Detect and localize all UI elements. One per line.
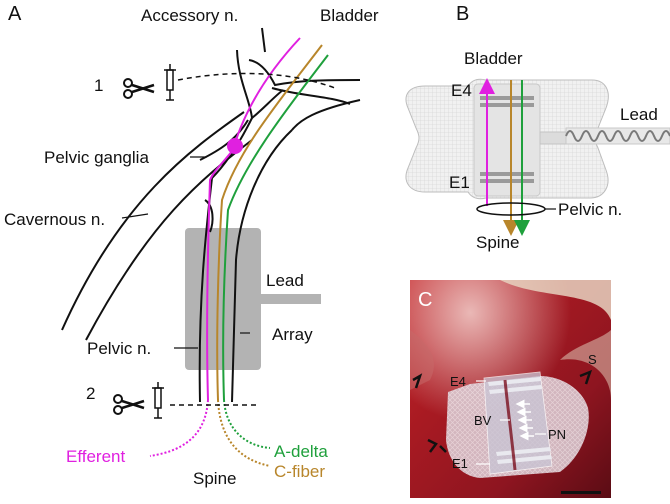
panel-a-label: A bbox=[8, 3, 22, 25]
label-pelvic-ganglia: Pelvic ganglia bbox=[44, 148, 149, 167]
photo-leaders bbox=[476, 380, 546, 465]
label-e4: E4 bbox=[451, 81, 472, 100]
label-cut-site-1: 1 bbox=[94, 76, 103, 95]
label-array: Array bbox=[272, 325, 313, 344]
photo-blood-vessel bbox=[503, 379, 517, 471]
label-cavernous-nerve: Cavernous n. bbox=[4, 210, 105, 229]
cut-line-1 bbox=[177, 72, 336, 89]
label-pn: PN bbox=[548, 427, 566, 442]
label-s: S bbox=[588, 352, 597, 367]
label-e4-photo: E4 bbox=[450, 374, 466, 389]
lead-wire bbox=[261, 294, 321, 304]
electrode-pads bbox=[480, 96, 534, 183]
label-e1-photo: E1 bbox=[452, 456, 468, 471]
panel-c: C E4 BV PN E1 S bbox=[410, 280, 611, 498]
label-c-fiber: C-fiber bbox=[274, 462, 325, 481]
label-pelvic-nerve: Pelvic n. bbox=[87, 339, 151, 358]
panel-b-label: B bbox=[456, 3, 469, 25]
scissors-icon bbox=[113, 394, 145, 415]
label-bladder-b: Bladder bbox=[464, 49, 523, 68]
nerve-outlines bbox=[61, 27, 361, 403]
fiber-c-fiber bbox=[216, 44, 323, 467]
label-bv: BV bbox=[474, 413, 492, 428]
fiber-efferent bbox=[149, 37, 301, 457]
ganglion-cell-body bbox=[227, 138, 243, 154]
label-a-delta: A-delta bbox=[274, 442, 328, 461]
panel-c-label: C bbox=[418, 289, 432, 311]
scale-bar bbox=[561, 491, 601, 494]
label-lead-b: Lead bbox=[620, 105, 658, 124]
label-lead: Lead bbox=[266, 271, 304, 290]
label-cut-site-2: 2 bbox=[86, 384, 95, 403]
photo-electrode-pads bbox=[488, 377, 552, 464]
panel-a: A bbox=[4, 3, 379, 488]
label-efferent: Efferent bbox=[66, 447, 126, 466]
pn-arrows bbox=[515, 399, 534, 441]
fiber-a-delta bbox=[222, 54, 329, 449]
leader-lines bbox=[121, 156, 250, 349]
label-e1: E1 bbox=[449, 173, 470, 192]
panel-b: B Bladder E4 E1 Lead Pelvic n. Spine bbox=[405, 3, 670, 252]
label-pelvic-nerve-b: Pelvic n. bbox=[558, 200, 622, 219]
label-spine-b: Spine bbox=[476, 233, 519, 252]
syringe-icon bbox=[164, 64, 176, 101]
label-accessory-nerve: Accessory n. bbox=[141, 6, 238, 25]
label-bladder: Bladder bbox=[320, 6, 379, 25]
syringe-icon bbox=[152, 382, 164, 419]
label-spine: Spine bbox=[193, 469, 236, 488]
scissors-icon bbox=[123, 78, 155, 99]
suture-marks bbox=[412, 369, 593, 453]
lead-coil bbox=[539, 127, 670, 145]
